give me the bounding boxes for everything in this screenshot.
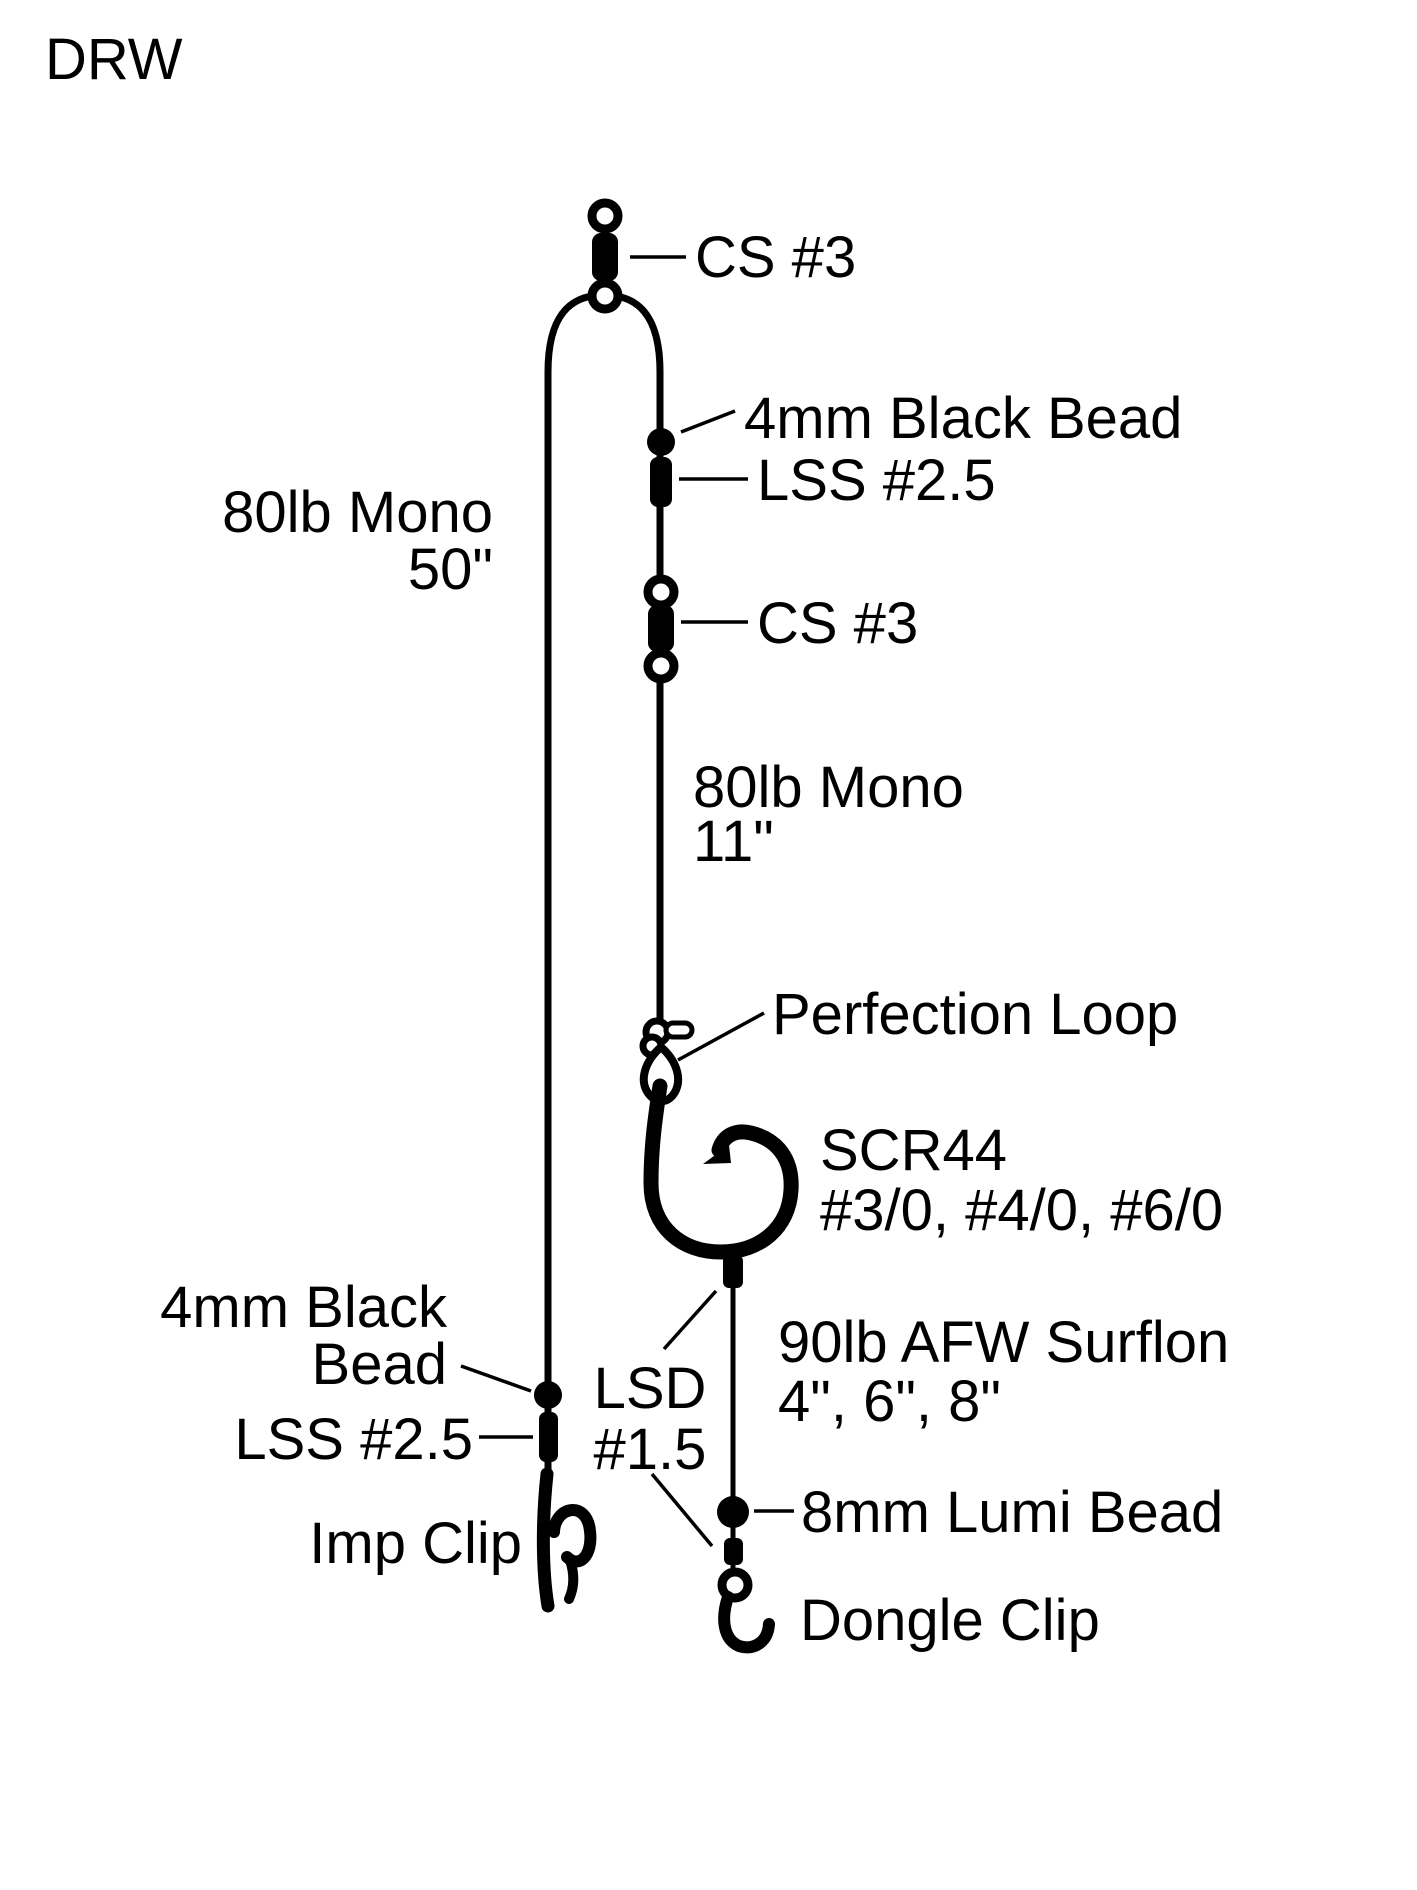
label-bead4mm-bottom-line1: 4mm Black	[160, 1275, 448, 1340]
circle-hook	[643, 1078, 799, 1260]
label-lss-bottom: LSS #2.5	[234, 1407, 473, 1472]
imp-clip-shank	[536, 1467, 555, 1613]
label-lsd-line1: LSD	[594, 1356, 707, 1421]
label-perfection-loop: Perfection Loop	[772, 982, 1178, 1047]
diagram-title: DRW	[45, 27, 183, 92]
callout-lines	[460, 255, 794, 1548]
dongle-clip-shape	[717, 1567, 775, 1654]
label-cs3-mid: CS #3	[757, 591, 918, 656]
mono-line-main	[544, 291, 664, 1473]
lsd-crimp-upper	[723, 1255, 743, 1288]
hook-barb	[703, 1145, 731, 1164]
label-mono11-line2: 11"	[693, 809, 774, 874]
label-surflon-line1: 90lb AFW Surflon	[778, 1310, 1229, 1375]
swivel-top-cs3	[587, 198, 623, 314]
swivel-top-ring-upper	[587, 198, 623, 234]
label-lumi-bead: 8mm Lumi Bead	[801, 1480, 1223, 1545]
imp-clip-prong	[564, 1555, 579, 1604]
perfection-loop-knot	[639, 1017, 695, 1106]
knot-tag-end	[663, 1020, 695, 1040]
leader-bead4mm-top	[680, 409, 736, 434]
lss-crimp-bottom	[539, 1412, 558, 1462]
label-bead4mm-top: 4mm Black Bead	[744, 386, 1182, 451]
label-mono50-line1: 80lb Mono	[222, 480, 493, 545]
hook-body	[643, 1078, 799, 1260]
label-dongle-clip: Dongle Clip	[800, 1588, 1100, 1653]
lsd-crimp-lower	[724, 1538, 743, 1565]
swivel-mid-cs3	[643, 574, 679, 684]
label-cs3-top: CS #3	[695, 225, 856, 290]
leader-perfection-loop	[677, 1011, 765, 1062]
swivel-top-ring-lower	[587, 278, 623, 314]
lumi-bead	[717, 1496, 749, 1528]
swivel-mid-ring-lower	[643, 648, 679, 684]
label-mono11-line1: 80lb Mono	[693, 755, 964, 820]
black-bead-top	[647, 428, 675, 456]
black-bead-bottom	[534, 1381, 562, 1409]
swivel-top-body	[592, 233, 618, 281]
label-lsd-line2: #1.5	[594, 1417, 707, 1482]
label-imp-clip: Imp Clip	[309, 1511, 522, 1576]
label-mono50-line2: 50"	[408, 537, 493, 602]
leader-lsd-upper	[662, 1289, 718, 1351]
label-lss-top: LSS #2.5	[757, 448, 996, 513]
label-surflon-line2: 4", 6", 8"	[778, 1369, 1001, 1434]
lss-crimp-top	[650, 457, 672, 507]
leader-bead4mm-bottom	[460, 1364, 532, 1393]
swivel-mid-ring-upper	[643, 574, 679, 610]
label-hook-model: SCR44	[820, 1118, 1007, 1183]
swivel-mid-body	[648, 605, 674, 652]
imp-clip-curl	[548, 1504, 597, 1568]
label-hook-sizes: #3/0, #4/0, #6/0	[820, 1178, 1223, 1243]
label-bead4mm-bottom-line2: Bead	[312, 1332, 447, 1397]
dongle-clip-hook	[718, 1591, 775, 1654]
imp-clip-shape	[536, 1467, 597, 1613]
leader-lsd-lower	[650, 1472, 714, 1548]
